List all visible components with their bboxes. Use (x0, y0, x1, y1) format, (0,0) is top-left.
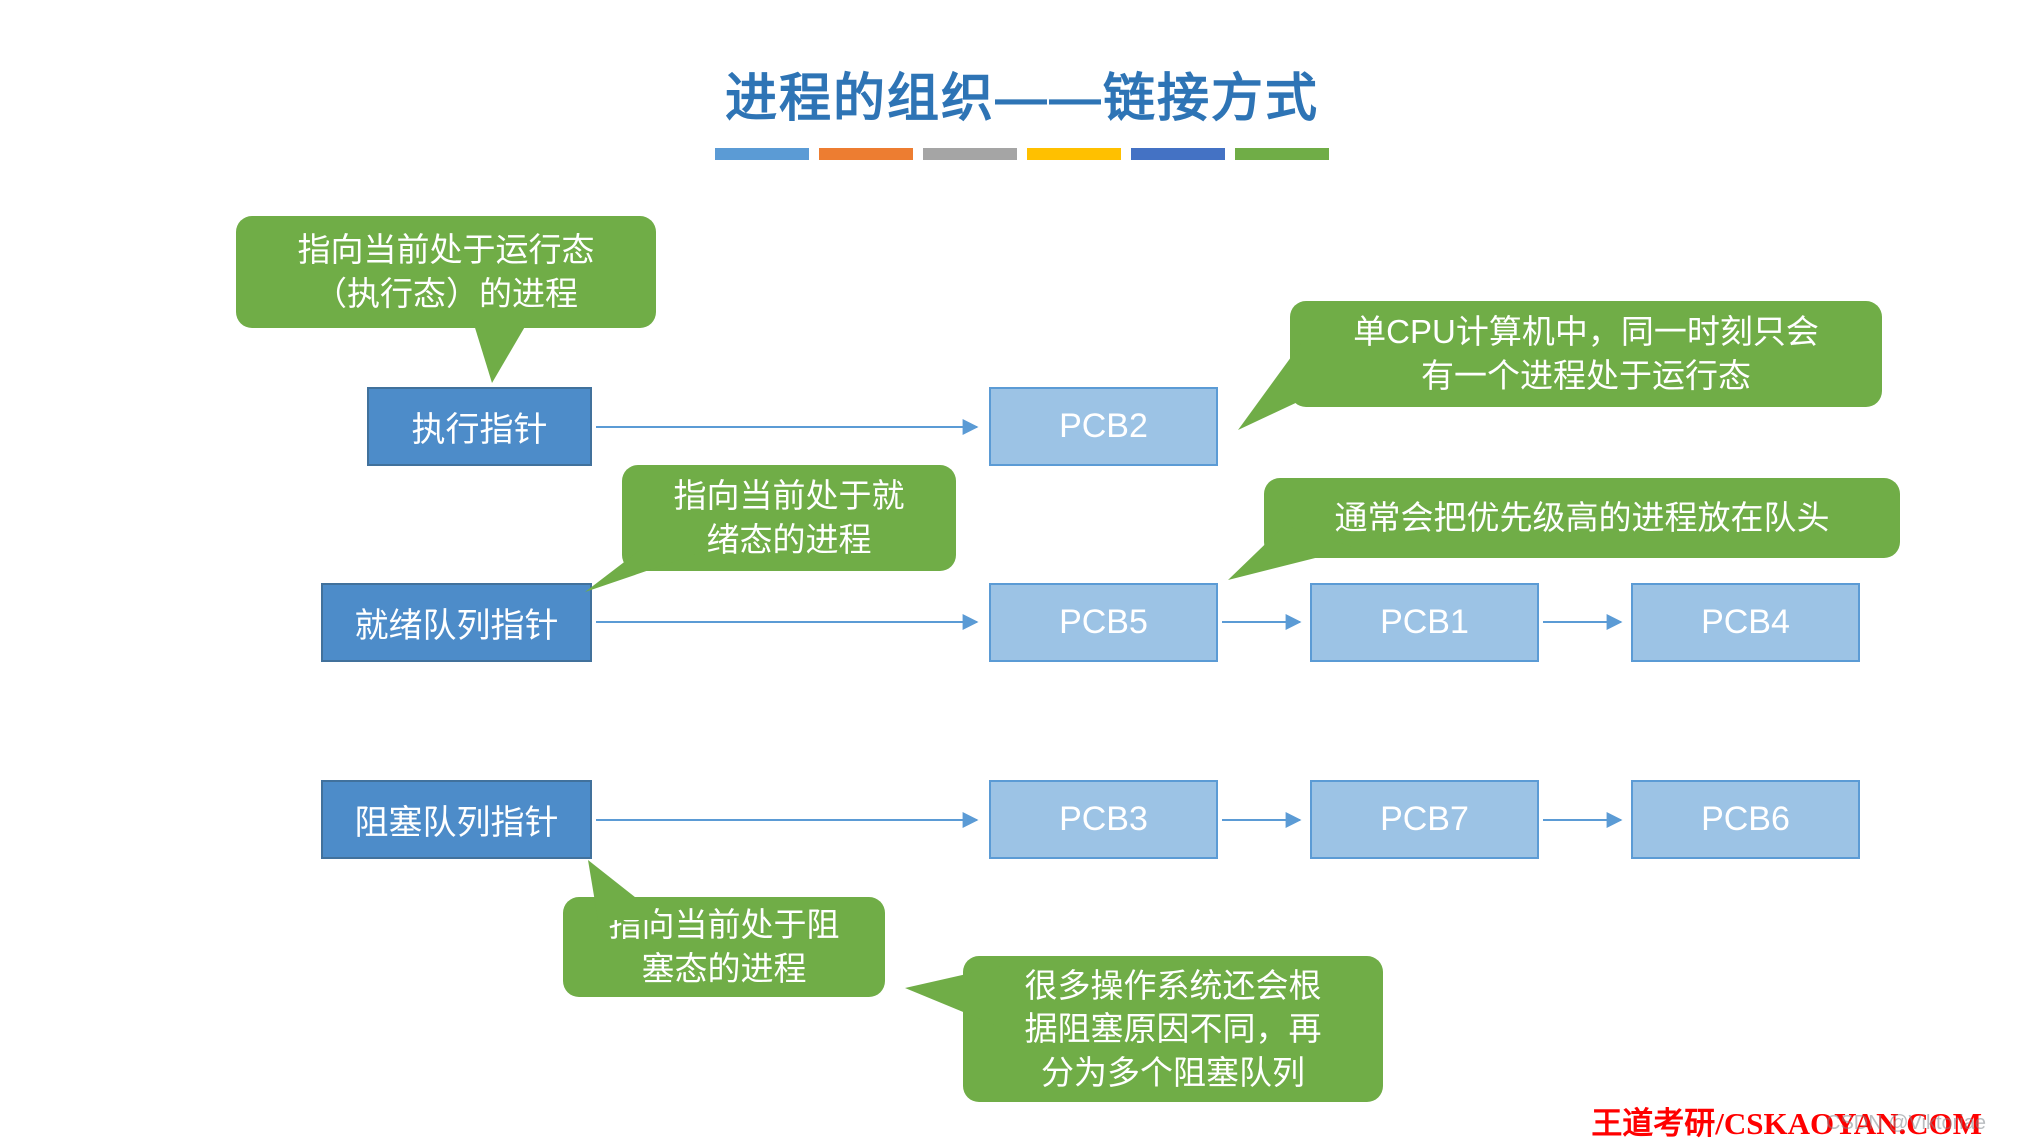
divider-bar (923, 148, 1017, 160)
divider-bar (715, 148, 809, 160)
pcb-box: PCB6 (1631, 780, 1860, 859)
pointer-box-blocked: 阻塞队列指针 (321, 780, 592, 859)
pcb-box: PCB7 (1310, 780, 1539, 859)
brand-footer: 王道考研/CSKAOYAN.COM (1591, 1106, 1982, 1141)
slide-title: 进程的组织——链接方式 (724, 70, 1319, 128)
watermark: CSDN @Viktoriae (1826, 1112, 1986, 1134)
pcb-label: PCB4 (1701, 603, 1790, 641)
pcb-label: PCB5 (1059, 603, 1148, 641)
callout-running-note: 指向当前处于运行态 （执行态）的进程 (236, 216, 656, 328)
pointer-label: 执行指针 (411, 411, 548, 449)
pcb-label: PCB3 (1059, 800, 1148, 838)
pointer-label: 阻塞队列指针 (354, 804, 559, 842)
callout-multi-queue-note: 很多操作系统还会根 据阻塞原因不同，再 分为多个阻塞队列 (963, 956, 1383, 1102)
pointer-box-running: 执行指针 (367, 387, 592, 466)
pcb-label: PCB1 (1380, 603, 1469, 641)
title-divider (715, 148, 1329, 160)
pcb-label: PCB6 (1701, 800, 1790, 838)
callout-blocked-note: 指向当前处于阻 塞态的进程 (563, 897, 885, 997)
callout-priority-note: 通常会把优先级高的进程放在队头 (1264, 478, 1900, 558)
callout-single-cpu-note: 单CPU计算机中，同一时刻只会 有一个进程处于运行态 (1290, 301, 1882, 407)
divider-bar (1131, 148, 1225, 160)
callout-ready-note: 指向当前处于就 绪态的进程 (622, 465, 956, 571)
pcb-box: PCB3 (989, 780, 1218, 859)
pcb-box: PCB1 (1310, 583, 1539, 662)
pcb-label: PCB7 (1380, 800, 1469, 838)
pcb-box: PCB2 (989, 387, 1218, 466)
pcb-box: PCB4 (1631, 583, 1860, 662)
pointer-box-ready: 就绪队列指针 (321, 583, 592, 662)
divider-bar (819, 148, 913, 160)
divider-bar (1027, 148, 1121, 160)
pcb-label: PCB2 (1059, 407, 1148, 445)
divider-bar (1235, 148, 1329, 160)
pointer-label: 就绪队列指针 (354, 607, 559, 645)
pcb-box: PCB5 (989, 583, 1218, 662)
